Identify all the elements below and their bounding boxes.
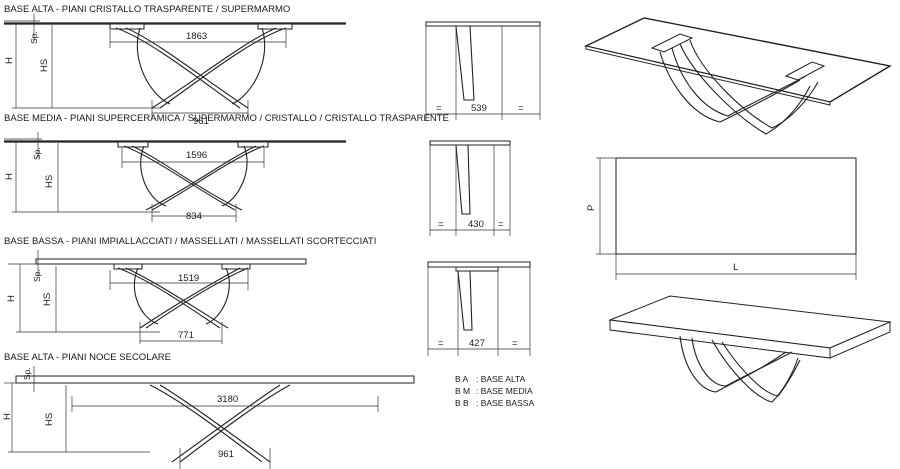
- side-view-1-width: 539: [471, 103, 487, 114]
- side-view-2-eq-left: =: [438, 219, 444, 230]
- section-1-top-dim: 1863: [186, 31, 207, 42]
- section-4-bottom-dim: 961: [218, 449, 234, 460]
- section-base-bassa: BASE BASSA - PIANI IMPIALLACCIATI / MASS…: [4, 236, 376, 344]
- section-1-bottom-dim: 961: [193, 116, 209, 127]
- side-view-2-width: 430: [468, 219, 484, 230]
- section-1-sp-label: Sp.: [29, 31, 39, 44]
- section-base-media: BASE MEDIA - PIANI SUPERCERAMICA / SUPER…: [4, 113, 449, 222]
- section-4-sp-label: Sp.: [22, 367, 32, 380]
- side-view-3-eq-left: =: [438, 338, 444, 349]
- side-view-2-eq-right: =: [498, 219, 504, 230]
- section-1-hs-label: HS: [39, 59, 50, 72]
- section-2-title: BASE MEDIA - PIANI SUPERCERAMICA / SUPER…: [4, 113, 449, 124]
- side-view-1-eq-right: =: [518, 103, 524, 114]
- side-view-1-eq-left: =: [436, 103, 442, 114]
- side-view-2: = 430 =: [429, 140, 511, 236]
- plan-length-label: L: [733, 262, 738, 273]
- section-base-alta-glass: BASE ALTA - PIANI CRISTALLO TRASPARENTE …: [4, 4, 346, 127]
- section-4-title: BASE ALTA - PIANI NOCE SECOLARE: [4, 352, 171, 363]
- legend-code-2: B M: [455, 386, 470, 396]
- section-base-alta-noce: BASE ALTA - PIANI NOCE SECOLARE H HS Sp.…: [2, 352, 415, 469]
- legend-code-1: B A: [455, 374, 469, 384]
- plan-depth-label: P: [586, 205, 597, 211]
- legend-desc-1: : BASE ALTA: [476, 374, 526, 384]
- perspective-solid-table: [608, 295, 892, 403]
- section-2-hs-label: HS: [44, 175, 55, 188]
- section-2-h-label: H: [4, 173, 15, 180]
- base-legend: B A : BASE ALTA B M : BASE MEDIA B B : B…: [455, 374, 534, 408]
- section-3-bottom-dim: 771: [178, 330, 194, 341]
- section-3-h-label: H: [6, 295, 17, 302]
- side-view-1: = 539 =: [425, 21, 541, 120]
- section-3-top-dim: 1519: [178, 273, 199, 284]
- plan-view: P L: [586, 157, 857, 280]
- perspective-glass-table: [583, 17, 892, 135]
- legend-desc-3: : BASE BASSA: [476, 398, 534, 408]
- legend-code-3: B B: [455, 398, 469, 408]
- section-3-hs-label: HS: [42, 293, 53, 306]
- section-3-title: BASE BASSA - PIANI IMPIALLACCIATI / MASS…: [4, 236, 376, 247]
- section-2-bottom-dim: 834: [186, 211, 202, 222]
- section-2-sp-label: Sp.: [32, 147, 42, 160]
- section-2-top-dim: 1596: [186, 150, 207, 161]
- legend-desc-2: : BASE MEDIA: [476, 386, 533, 396]
- section-4-top-dim: 3180: [217, 394, 238, 405]
- section-4-hs-label: HS: [44, 413, 55, 426]
- section-1-h-label: H: [4, 57, 15, 64]
- side-view-3-width: 427: [469, 338, 485, 349]
- section-3-sp-label: Sp.: [32, 269, 42, 282]
- section-1-title: BASE ALTA - PIANI CRISTALLO TRASPARENTE …: [4, 4, 290, 15]
- side-view-3: = 427 =: [427, 261, 531, 356]
- side-view-3-eq-right: =: [512, 338, 518, 349]
- section-4-h-label: H: [2, 413, 13, 420]
